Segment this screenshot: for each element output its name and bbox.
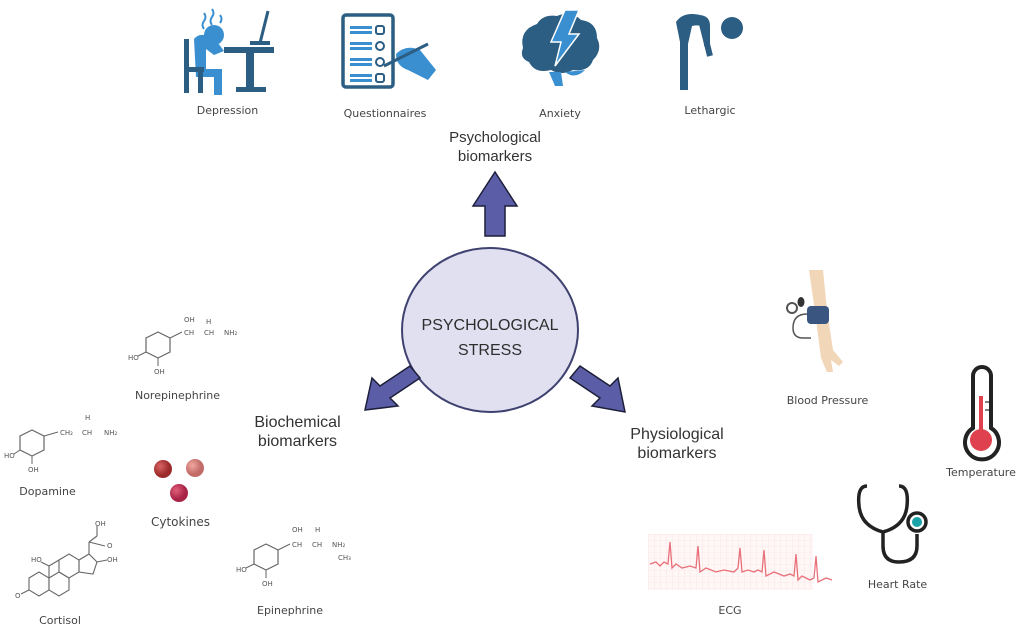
cytokine-cell xyxy=(170,484,188,502)
arrow-up xyxy=(471,170,519,237)
norepinephrine-structure: CH OH CH H NH₂ HO OH xyxy=(128,316,238,376)
thermometer-icon xyxy=(963,365,1001,462)
cytokines-icon xyxy=(154,459,204,502)
chem-o: O xyxy=(107,542,113,550)
chem-ho: HO xyxy=(128,354,139,362)
dopamine-structure: CH₂ CH H NH₂ HO OH xyxy=(4,414,118,474)
chem-ch: CH xyxy=(312,541,322,549)
psychological-label-line1: Psychological xyxy=(449,129,541,146)
biochemical-biomarkers-label: Biochemical biomarkers xyxy=(230,413,365,451)
cortisol-structure: O HO OH O OH xyxy=(15,520,118,600)
psychological-biomarkers-label: Psychological biomarkers xyxy=(420,128,570,166)
chem-h: H xyxy=(85,414,90,422)
cytokines-label: Cytokines xyxy=(150,515,211,529)
physiological-label-line2: biomarkers xyxy=(637,445,717,462)
chem-oh: OH xyxy=(262,580,273,588)
chem-nh2: NH₂ xyxy=(104,429,118,437)
chem-ch3: CH₃ xyxy=(338,554,351,562)
anxiety-label: Anxiety xyxy=(539,107,581,120)
blood-pressure-cuff-icon xyxy=(786,270,843,372)
psychological-label-line2: biomarkers xyxy=(457,148,533,165)
chem-h: H xyxy=(315,526,320,534)
stress-circle xyxy=(401,247,579,413)
chem-oh: OH xyxy=(292,526,303,534)
blood-pressure-label: Blood Pressure xyxy=(786,394,869,407)
temperature-label: Temperature xyxy=(946,466,1016,479)
chem-ho: HO xyxy=(4,452,15,460)
chem-oh: OH xyxy=(154,368,165,376)
anxiety-brain-icon xyxy=(521,9,600,86)
lethargic-label: Lethargic xyxy=(684,104,736,117)
lethargic-person-icon xyxy=(676,14,743,90)
biochemical-label-line2: biomarkers xyxy=(257,433,338,450)
chem-ch2: CH₂ xyxy=(60,429,73,437)
chem-ch: CH xyxy=(292,541,302,549)
norepinephrine-label: Norepinephrine xyxy=(134,389,221,402)
biochemical-label-line1: Biochemical xyxy=(254,414,341,431)
center-label-line1: PSYCHOLOGICAL xyxy=(421,317,559,334)
arrow-down-left xyxy=(364,365,422,411)
chem-oh: OH xyxy=(95,520,106,528)
chem-h: H xyxy=(206,318,211,326)
depression-label: Depression xyxy=(196,104,259,117)
cytokine-cell xyxy=(186,459,204,477)
chem-ho: HO xyxy=(31,556,42,564)
cortisol-label: Cortisol xyxy=(39,614,81,627)
chem-oh: OH xyxy=(107,556,118,564)
ecg-label: ECG xyxy=(718,604,742,617)
physiological-biomarkers-label: Physiological biomarkers xyxy=(607,425,747,463)
epinephrine-label: Epinephrine xyxy=(257,604,323,617)
chem-nh2: NH₂ xyxy=(224,329,238,337)
center-label-line2: STRESS xyxy=(457,342,522,359)
chem-o: O xyxy=(15,592,21,600)
epinephrine-structure: CH OH CH H NH₂ CH₃ HO OH xyxy=(236,526,351,588)
chem-oh: OH xyxy=(28,466,39,474)
chem-ch: CH xyxy=(184,329,194,337)
chem-nh2: NH₂ xyxy=(332,541,346,549)
dopamine-label: Dopamine xyxy=(19,485,76,498)
depression-icon xyxy=(184,8,274,95)
questionnaires-label: Questionnaires xyxy=(343,107,427,120)
chem-ho: HO xyxy=(236,566,247,574)
center-label: PSYCHOLOGICAL STRESS xyxy=(400,313,580,363)
chem-oh: OH xyxy=(184,316,195,324)
questionnaire-icon xyxy=(341,13,436,89)
physiological-label-line1: Physiological xyxy=(630,426,724,443)
center-circle-graphic xyxy=(401,247,579,413)
cytokine-cell xyxy=(154,460,172,478)
chem-ch: CH xyxy=(204,329,214,337)
heart-rate-label: Heart Rate xyxy=(867,578,928,591)
stethoscope-icon xyxy=(856,484,928,564)
ecg-trace-icon xyxy=(648,534,833,590)
chem-ch: CH xyxy=(82,429,92,437)
arrow-down-right xyxy=(568,365,626,413)
